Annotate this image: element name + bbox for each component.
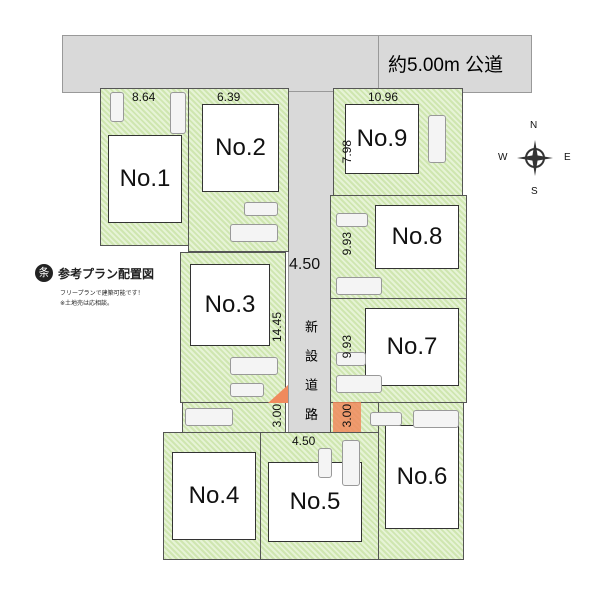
dim-no9-side: 7.98 — [340, 140, 354, 164]
dim-no8-side: 9.93 — [340, 232, 354, 256]
dim-no2: 6.39 — [217, 90, 241, 104]
house-no5: No.5 — [268, 462, 362, 542]
house-no2: No.2 — [202, 104, 279, 192]
car — [185, 408, 233, 426]
car — [318, 448, 332, 478]
house-no3: No.3 — [190, 264, 270, 346]
public-road-label: 約5.00m 公道 — [388, 55, 504, 76]
house-no4: No.4 — [172, 452, 256, 540]
compass-n: N — [530, 120, 538, 131]
car — [336, 277, 382, 295]
dim-no7-side: 9.93 — [340, 335, 354, 359]
dim-no9: 10.96 — [368, 90, 399, 104]
car — [170, 92, 186, 134]
car — [110, 92, 124, 122]
legend-title: 参考プラン配置図 — [58, 267, 155, 281]
house-no1: No.1 — [108, 135, 182, 223]
car — [413, 410, 459, 428]
dim-corner-right: 3.00 — [340, 404, 354, 428]
compass-e: E — [564, 152, 571, 163]
house-no9: No.9 — [345, 104, 419, 174]
car — [370, 412, 402, 426]
dim-corner-left: 3.00 — [270, 404, 284, 428]
road-width-bottom: 4.50 — [292, 434, 316, 448]
road-label: 新 設 道 路 — [302, 320, 317, 427]
car — [428, 115, 446, 163]
dim-no1: 8.64 — [132, 90, 156, 104]
car — [230, 224, 278, 242]
road-width-top: 4.50 — [289, 256, 321, 273]
lot-3-parking — [182, 402, 286, 433]
public-road — [62, 35, 532, 93]
car — [336, 352, 366, 366]
corner-cut-right — [333, 402, 361, 432]
car — [244, 202, 278, 216]
legend-badge: 条 — [35, 264, 53, 282]
compass-s: S — [531, 186, 538, 197]
house-no6: No.6 — [385, 425, 459, 529]
new-road — [288, 91, 335, 435]
house-no7: No.7 — [365, 308, 459, 386]
legend-line2: ※土地売は応相談。 — [60, 300, 114, 307]
dim-no3-side: 14.45 — [270, 312, 284, 343]
legend-line1: フリープランで建築可能です！ — [60, 290, 144, 297]
car — [342, 440, 360, 486]
car — [336, 375, 382, 393]
house-no8: No.8 — [375, 205, 459, 269]
car — [336, 213, 368, 227]
car — [230, 357, 278, 375]
compass-icon — [510, 120, 560, 196]
compass-w: W — [498, 152, 508, 163]
car — [230, 383, 264, 397]
